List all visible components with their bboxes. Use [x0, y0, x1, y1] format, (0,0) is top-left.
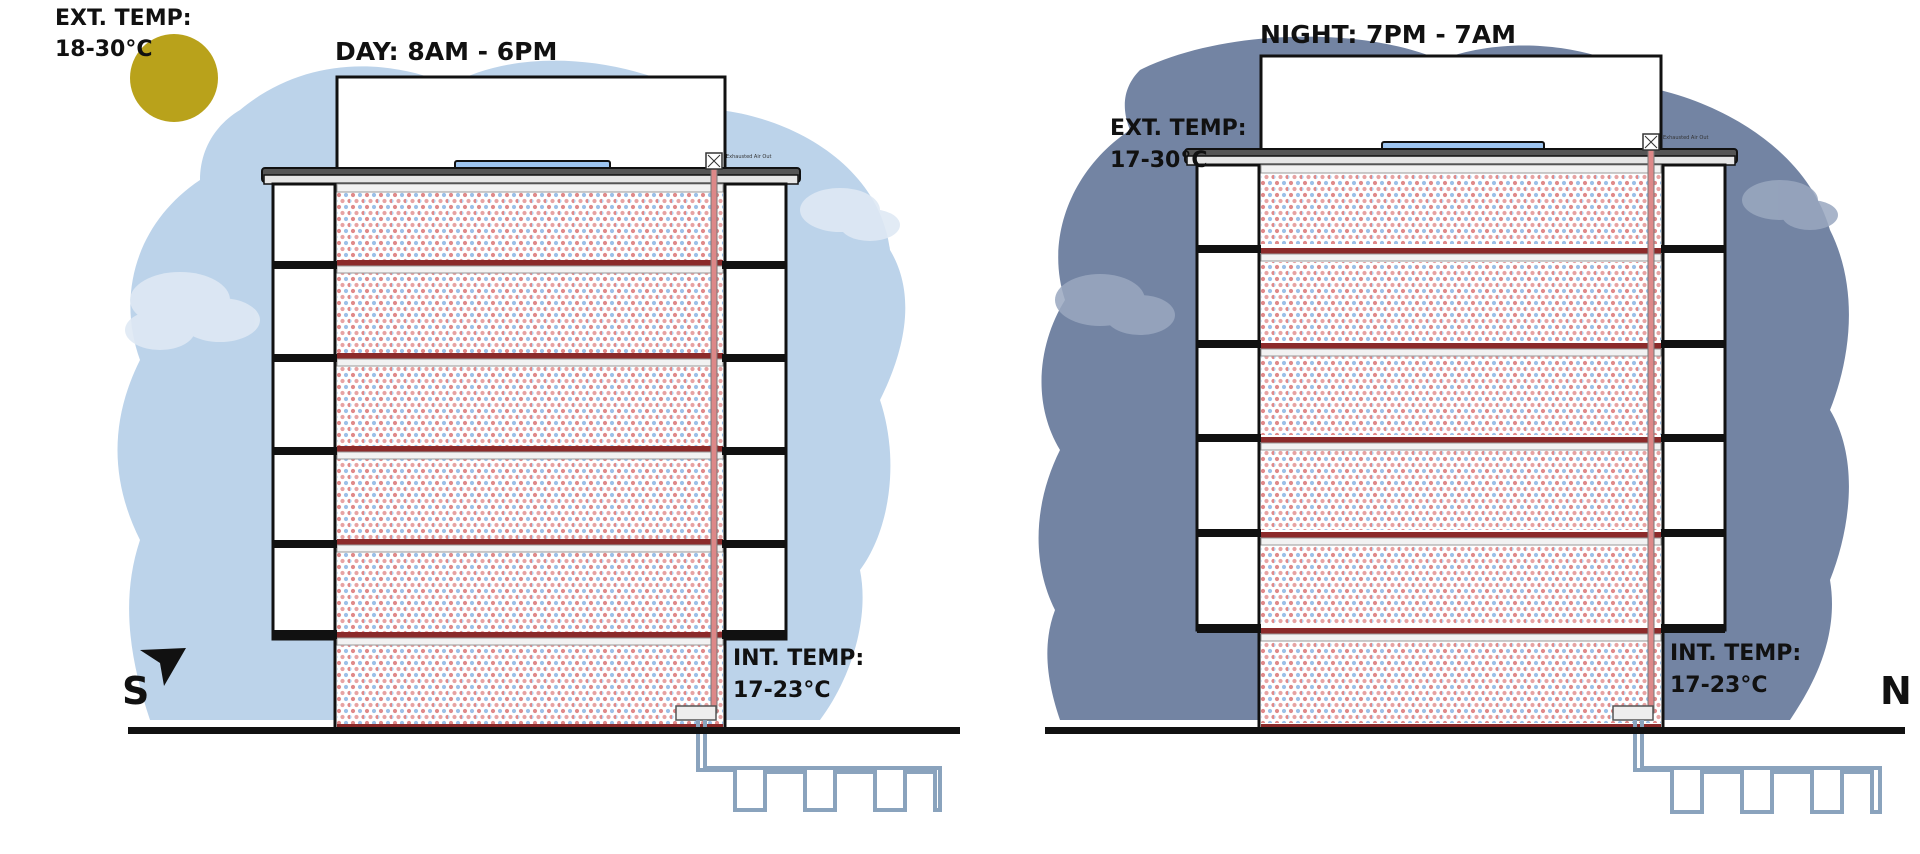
night-vertical-duct: [1647, 147, 1655, 714]
night-penthouse: [1259, 54, 1663, 158]
night-cloud-puffs: [1055, 180, 1838, 335]
day-int-temp-value: 17-23°C: [733, 678, 831, 703]
night-floor-slabs: [1260, 164, 1662, 729]
night-int-temp-value: 17-23°C: [1670, 673, 1768, 698]
night-balcony-slabs: [1197, 245, 1725, 633]
svg-text:Exhausted Air Out: Exhausted Air Out: [726, 154, 771, 160]
night-int-temp-label: INT. TEMP:: [1670, 641, 1801, 666]
day-panel: Exhausted Air Out: [117, 34, 960, 812]
direction-arrow-icon: [140, 648, 186, 686]
night-floors: [1261, 172, 1661, 723]
night-ground-loop: [1633, 720, 1882, 814]
day-ext-temp-label: EXT. TEMP:: [55, 6, 192, 31]
day-ground-loop: [696, 720, 942, 812]
day-heat-pump: [675, 705, 717, 721]
day-cloud-puffs: [125, 188, 900, 350]
day-balcony-slabs: [273, 261, 786, 639]
night-title: NIGHT: 7PM - 7AM: [1260, 20, 1516, 49]
day-ext-temp-value: 18-30°C: [55, 37, 153, 62]
night-heat-pump: [1612, 705, 1654, 721]
day-vertical-duct: [710, 167, 718, 714]
night-ground-line: [1045, 727, 1905, 734]
night-orientation-label: N: [1880, 669, 1912, 713]
night-panel: Exhausted Air Out: [1038, 36, 1905, 814]
day-floor-slabs: [336, 183, 724, 729]
day-orientation-label: S: [122, 669, 149, 713]
day-penthouse: [335, 75, 727, 177]
day-title: DAY: 8AM - 6PM: [335, 37, 557, 66]
night-ext-temp-label: EXT. TEMP:: [1110, 116, 1247, 141]
svg-text:Exhausted Air Out: Exhausted Air Out: [1663, 135, 1708, 141]
day-ground-line: [128, 727, 960, 734]
day-balconies: [271, 182, 788, 641]
night-ext-temp-value: 17-30°C: [1110, 148, 1208, 173]
day-floors: [337, 190, 723, 726]
night-balconies: [1195, 163, 1727, 632]
sun-icon: [130, 34, 218, 122]
day-int-temp-label: INT. TEMP:: [733, 646, 864, 671]
